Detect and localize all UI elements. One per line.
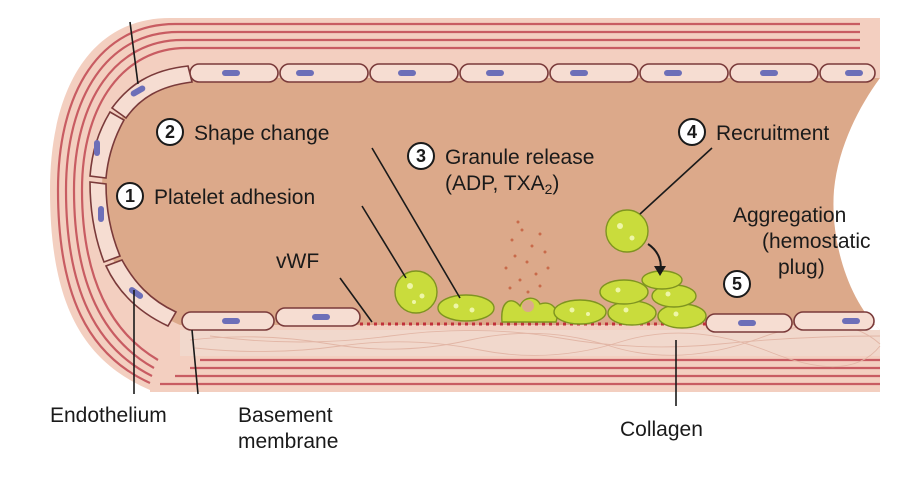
endothelium-label: Endothelium — [50, 404, 167, 427]
step-text-line2: (ADP, TXA2) — [445, 172, 559, 197]
step-text: Recruitment — [716, 122, 829, 145]
platelet-icon — [657, 303, 707, 329]
nucleus-icon — [738, 320, 756, 326]
endothelium-left — [89, 65, 193, 328]
endothelial-cell-icon — [89, 110, 126, 179]
step-number: 2 — [165, 122, 175, 142]
nucleus-icon — [94, 140, 100, 156]
endothelial-cell-icon — [639, 63, 729, 83]
nucleus-icon — [664, 70, 682, 76]
step-text-line1: Granule release — [445, 146, 594, 169]
step-1-label: 1 Platelet adhesion — [116, 182, 315, 210]
step-number-badge — [407, 142, 435, 170]
step-text: Platelet adhesion — [154, 186, 315, 209]
platelet-icon — [605, 209, 649, 253]
endothelium-bottom — [181, 307, 875, 333]
step-number: 3 — [416, 146, 426, 166]
endothelial-cell-icon — [549, 63, 639, 83]
wall-stripes-top — [56, 22, 860, 385]
step-number: 5 — [732, 274, 742, 294]
endothelial-cell-icon — [793, 311, 875, 331]
step-text: Shape change — [194, 122, 329, 145]
nucleus-icon — [486, 70, 504, 76]
leader-basement — [191, 329, 199, 395]
step-text-line3: plug) — [778, 256, 825, 279]
step-text-line1: Aggregation — [733, 204, 846, 227]
nucleus-icon — [570, 70, 588, 76]
nucleus-icon — [296, 70, 314, 76]
step-3-label: 3 Granule release (ADP, TXA2) — [407, 142, 594, 197]
collagen-label: Collagen — [620, 418, 703, 441]
nucleus-icon — [845, 70, 863, 76]
step-2-label: 2 Shape change — [156, 118, 329, 146]
nucleus-icon — [130, 85, 146, 97]
nucleus-icon — [842, 318, 860, 324]
step-number-badge — [156, 118, 184, 146]
platelet-icon — [553, 299, 607, 325]
leader-vwf — [339, 277, 373, 323]
nucleus-icon — [98, 206, 104, 222]
endothelial-cell-icon — [89, 181, 122, 264]
platelet-icon — [394, 270, 438, 314]
step-text-line2: (hemostatic — [762, 230, 871, 253]
leader-step4 — [639, 147, 713, 215]
nucleus-icon — [312, 314, 330, 320]
step-number-badge — [678, 118, 706, 146]
step-number-badge — [116, 182, 144, 210]
platelet-icon — [501, 297, 558, 323]
step-number-badge — [723, 270, 751, 298]
collagen-layer — [180, 330, 880, 356]
step-number: 4 — [687, 122, 697, 142]
endothelium-top — [189, 63, 876, 83]
platelet-icon — [641, 270, 683, 290]
nucleus-icon — [222, 318, 240, 324]
endothelial-cell-icon — [110, 65, 193, 120]
leader-step1 — [361, 205, 407, 279]
platelets — [394, 209, 707, 329]
nucleus-icon — [222, 70, 240, 76]
platelet-icon — [607, 300, 657, 326]
basement-membrane-label-line1: Basement — [238, 404, 333, 427]
platelet-icon — [599, 279, 649, 305]
wall-stripes-bottom — [160, 358, 880, 386]
granule-particles — [504, 220, 550, 294]
arrowhead-icon — [654, 266, 666, 276]
endothelial-cell-icon — [279, 63, 369, 83]
nucleus-icon — [760, 70, 778, 76]
platelet-icon — [437, 294, 495, 322]
nucleus-icon — [128, 287, 144, 299]
leader-step2 — [371, 147, 461, 299]
nucleus-icon — [398, 70, 416, 76]
basement-membrane-label-line2: membrane — [238, 430, 338, 453]
step-number: 1 — [125, 186, 135, 206]
step-5-label: 5 Aggregation (hemostatic plug) — [723, 204, 871, 298]
vwf-label: vWF — [276, 250, 319, 273]
step-4-label: 4 Recruitment — [678, 118, 829, 146]
leader-endothelium-top — [129, 21, 139, 85]
collagen-fibers — [189, 324, 881, 367]
